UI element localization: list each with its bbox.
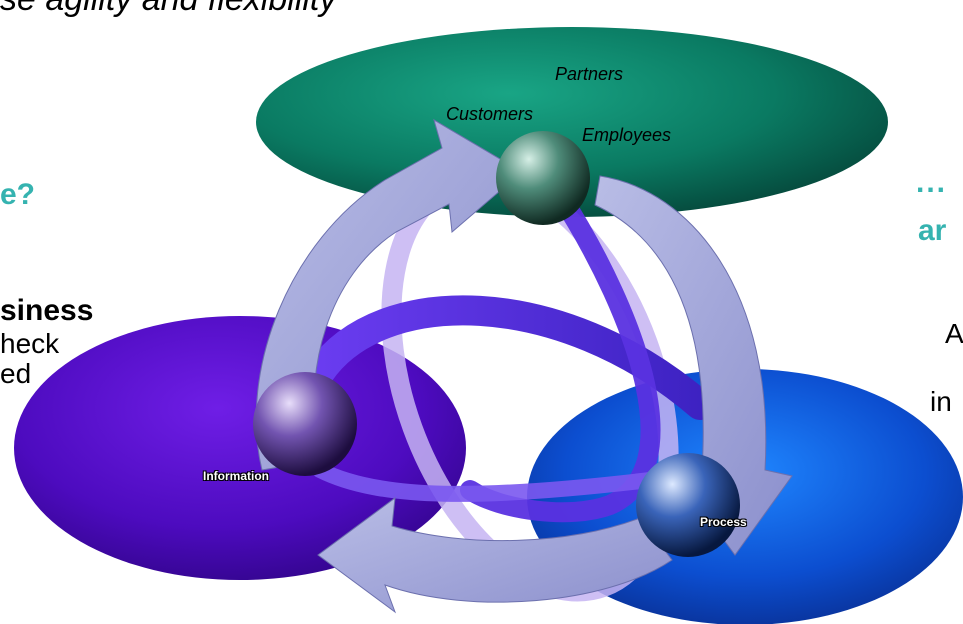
process-sphere <box>636 453 740 557</box>
right-heading-dots: ... <box>916 166 948 199</box>
label-employees: Employees <box>582 125 672 145</box>
left-heading: e? <box>0 178 36 211</box>
information-ellipse <box>14 316 466 580</box>
ribbon-bottom <box>312 462 658 502</box>
left-bold-line: siness <box>0 294 94 327</box>
right-text-line-4: in <box>930 386 952 417</box>
label-customers: Customers <box>446 104 534 124</box>
right-text-line-3: A <box>945 318 963 349</box>
arrow-people-to-process <box>594 175 793 556</box>
label-process: Process <box>700 515 747 529</box>
right-heading: ar <box>918 214 947 247</box>
label-information: Information <box>203 469 269 483</box>
arrow-process-to-information <box>317 496 673 614</box>
information-sphere <box>253 372 357 476</box>
left-text-line-3: ed <box>0 358 32 389</box>
slide-top-text: se agility and flexibility <box>0 0 336 19</box>
arrow-information-to-people <box>255 118 523 471</box>
left-text-line-2: heck <box>0 328 60 359</box>
people-sphere <box>496 131 590 225</box>
label-partners: Partners <box>555 64 624 84</box>
